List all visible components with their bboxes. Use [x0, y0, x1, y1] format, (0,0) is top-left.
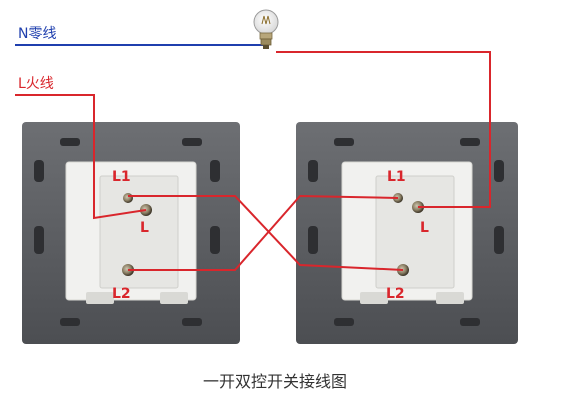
- mount-slot: [494, 226, 504, 254]
- switch-left: L1 L L2: [22, 122, 240, 344]
- traveler-wire-l2-l2: [128, 194, 399, 271]
- switch-inner-panel: [375, 175, 455, 289]
- terminal-label-l1: L1: [112, 169, 131, 185]
- switch-clip: [436, 292, 464, 304]
- mount-slot: [210, 160, 220, 182]
- traveler-wire-l1-l1: [128, 195, 404, 271]
- mount-slot: [60, 138, 80, 146]
- light-bulb-icon: [253, 9, 279, 49]
- screw-terminal-icon: [123, 193, 133, 203]
- mount-slot: [334, 138, 354, 146]
- mount-slot: [34, 160, 44, 182]
- live-wire-to-lamp: [276, 51, 491, 208]
- switch-clip: [360, 292, 388, 304]
- terminal-label-l2: L2: [112, 286, 131, 302]
- diagram-caption: 一开双控开关接线图: [203, 372, 347, 391]
- mount-slot: [182, 318, 202, 326]
- mount-slot: [308, 226, 318, 254]
- terminal-label-l1: L1: [387, 169, 406, 185]
- mount-slot: [210, 226, 220, 254]
- switch-clip: [160, 292, 188, 304]
- terminal-label-l: L: [420, 220, 429, 236]
- live-wire-label: L火线: [18, 76, 54, 92]
- mount-slot: [60, 318, 80, 326]
- terminal-label-l: L: [140, 220, 149, 236]
- live-wire-feed: [15, 94, 147, 220]
- mount-slot: [34, 226, 44, 254]
- mount-slot: [334, 318, 354, 326]
- switch-inner-panel: [99, 175, 179, 289]
- mount-slot: [182, 138, 202, 146]
- mount-slot: [460, 318, 480, 326]
- mount-slot: [494, 160, 504, 182]
- mount-slot: [460, 138, 480, 146]
- terminal-label-l2: L2: [386, 286, 405, 302]
- switch-clip: [86, 292, 114, 304]
- switch-right: L1 L L2: [296, 122, 518, 344]
- neutral-wire-label: N零线: [18, 26, 56, 42]
- mount-slot: [308, 160, 318, 182]
